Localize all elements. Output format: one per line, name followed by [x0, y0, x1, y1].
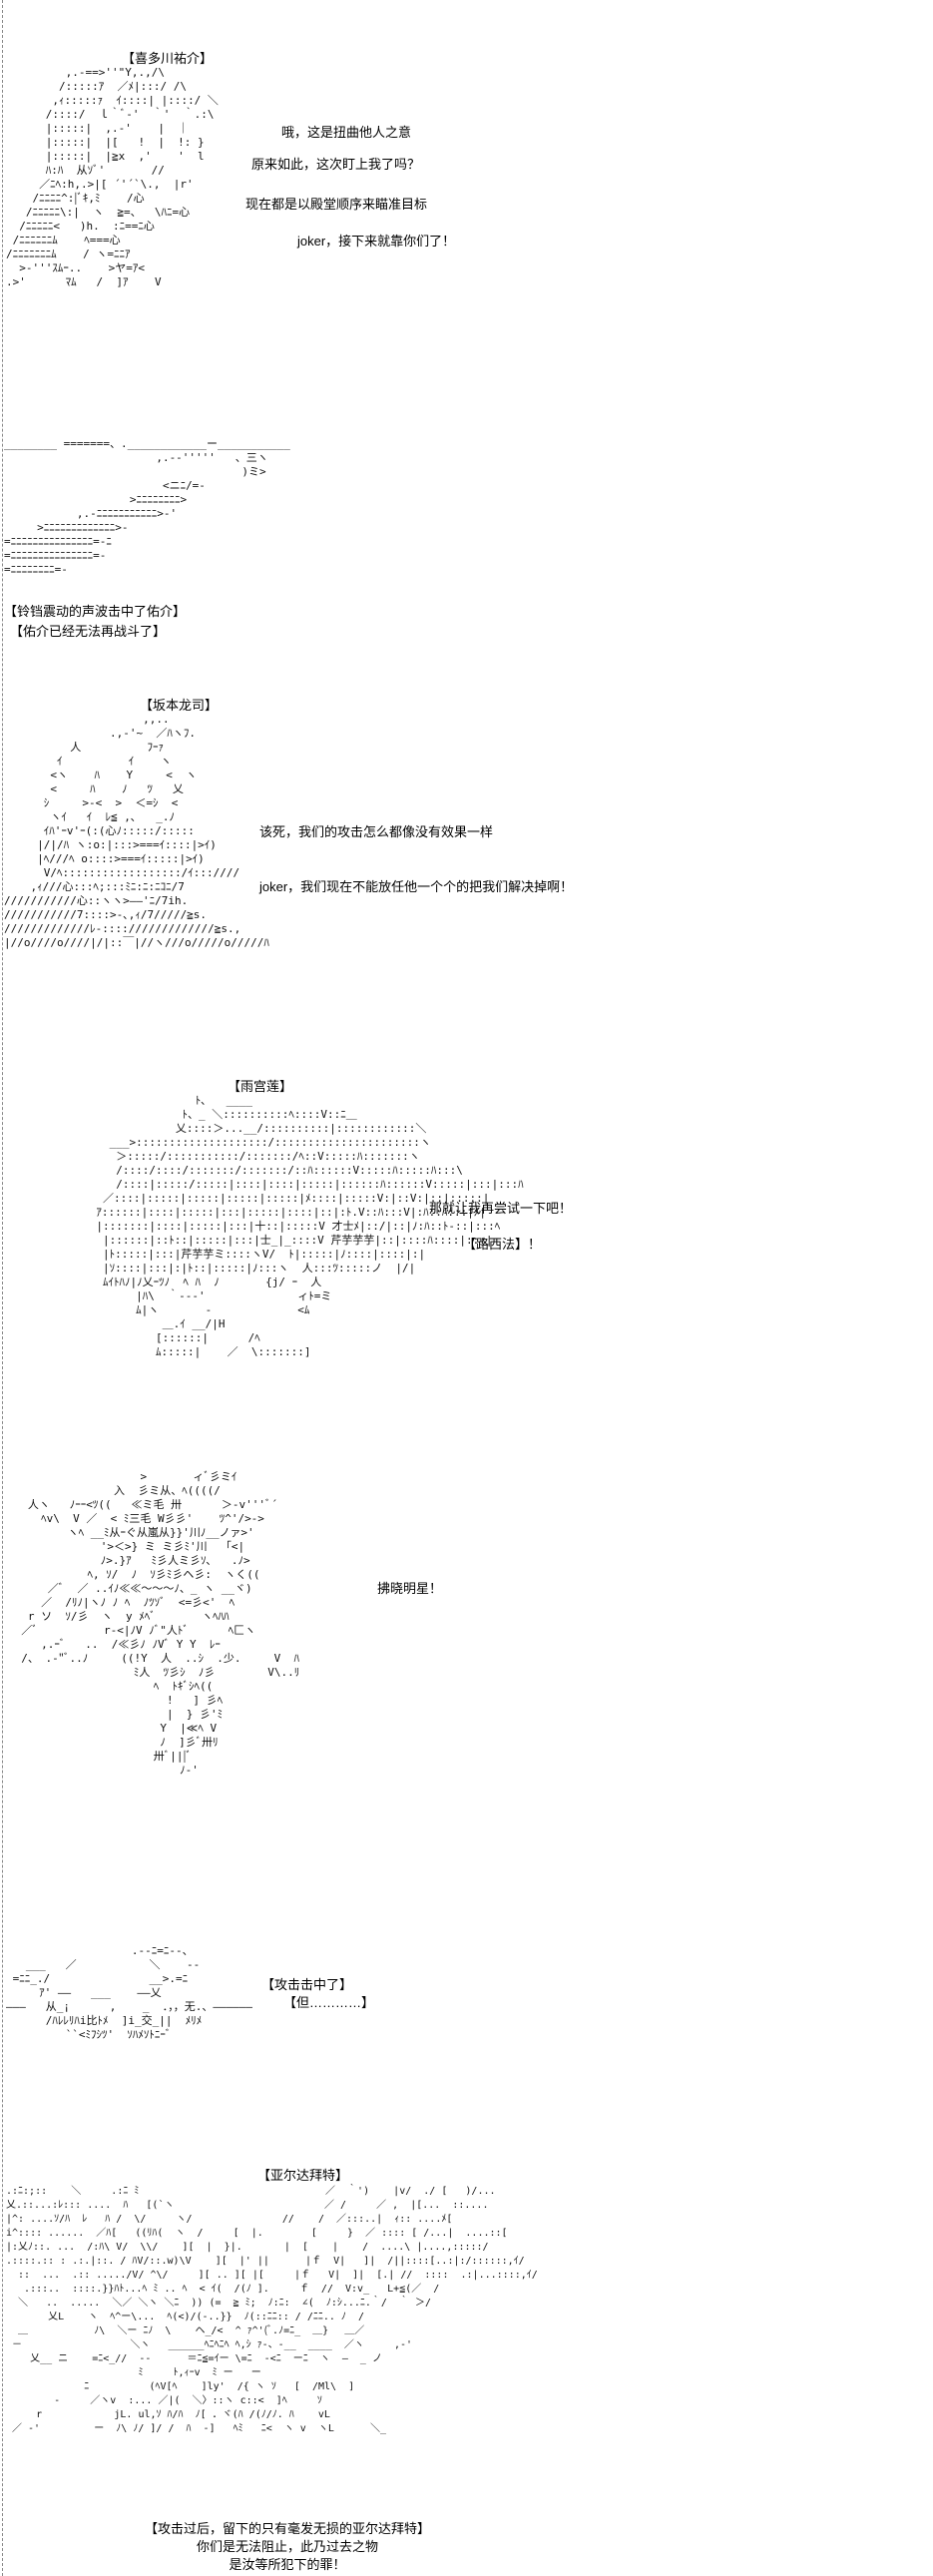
dialogue-line: 那就让我再尝试一下吧！ — [429, 1201, 573, 1216]
dialogue-line: joker，我们现在不能放任他一个个的把我们解决掉啊！ — [259, 879, 574, 894]
ascii-art-ren: ﾄ､ ____ ﾄ、_ ＼::::::::::ﾍ::::V::ﾆ＿ 乂::::＞… — [96, 1094, 524, 1358]
ascii-art-explosion: .--ﾆ=ﾆ--、 ___ ／ ＼ ‐‐ =ﾆﾆ_./ __>.=ﾆ ｱ' ――… — [6, 1944, 253, 2041]
panel-attack-hit: .--ﾆ=ﾆ--、 ___ ／ ＼ ‐‐ =ﾆﾆ_./ __>.=ﾆ ｱ' ――… — [0, 1936, 933, 2096]
left-dashed-border — [2, 0, 3, 2576]
panel-yaldabaoth: 【亚尔达拜特】 .:ﾆ:;:: ＼ .:ﾆ ﾐ ／ ｀') |v/ ./ [ )… — [0, 2161, 933, 2576]
narration-line: 【但…………】 — [283, 1995, 375, 2010]
dialogue-line: 你们是无法阻止，此乃过去之物 — [196, 2539, 378, 2554]
dialogue-line: joker，接下来就靠你们了！ — [297, 234, 456, 249]
ascii-art-ryuji: ,,.. .,-'~ ／ﾊヽﾌ. 人 ﾌｰｧ ｲ ｲ ヽ <ヽ ﾊ Y < ヽ … — [4, 713, 269, 949]
panel-soundwave: ________ =======、.____________ー_________… — [0, 429, 933, 659]
dialogue-line: 哦，这是扭曲他人之意 — [281, 125, 412, 140]
dialogue-line: 是汝等所犯下的罪！ — [229, 2557, 346, 2572]
panel-yusuke: 【喜多川祐介】 ,.-==>''"Y,.,/\ /:::::ｱ ／ﾒ|:::/ … — [0, 0, 933, 379]
narration-line: 【攻击过后，留下的只有毫发无损的亚尔达拜特】 — [144, 2521, 430, 2536]
panel-ryuji: 【坂本龙司】 ,,.. .,-'~ ／ﾊヽﾌ. 人 ﾌｰｧ ｲ ｲ ヽ <ヽ ﾊ… — [0, 689, 933, 1038]
narration-line: 【佑介已经无法再战斗了】 — [10, 624, 167, 639]
ascii-art-yusuke: ,.-==>''"Y,.,/\ /:::::ｱ ／ﾒ|:::/ /\ ,ｨ:::… — [6, 66, 219, 288]
speaker-label: 【亚尔达拜特】 — [257, 2168, 349, 2183]
dialogue-line: 现在都是以殿堂顺序来瞄准目标 — [245, 197, 428, 212]
ascii-art-yaldabaoth: .:ﾆ:;:: ＼ .:ﾆ ﾐ ／ ｀') |v/ ./ [ )/... 乂.:… — [6, 2186, 538, 2434]
ascii-art-lucifer: > ィﾞ彡ミｲ 入 彡ミ从、ﾍ((((/ 人ヽ ﾉｰｰ<ﾂ(( ≪ミ毛 卅 ＞-… — [21, 1470, 300, 1777]
ascii-art-soundwave: ________ =======、.____________ー_________… — [4, 437, 290, 576]
panel-lucifer: > ィﾞ彡ミｲ 入 彡ミ从、ﾍ((((/ 人ヽ ﾉｰｰ<ﾂ(( ≪ミ毛 卅 ＞-… — [0, 1462, 933, 1891]
speaker-label: 【喜多川祐介】 — [122, 51, 214, 66]
dialogue-line: 【路西法】！ — [463, 1237, 542, 1252]
narration-line: 【铃铛震动的声波击中了佑介】 — [4, 604, 187, 619]
dialogue-line: 原来如此，这次盯上我了吗？ — [251, 157, 421, 172]
narration-line: 【攻击击中了】 — [261, 1977, 353, 1992]
dialogue-line: 拂晓明星！ — [377, 1581, 443, 1596]
speaker-label: 【坂本龙司】 — [140, 698, 219, 713]
panel-ren: 【雨宫莲】 ﾄ､ ____ ﾄ、_ ＼::::::::::ﾍ::::V::ﾆ＿ … — [0, 1068, 933, 1447]
dialogue-line: 该死，我们的攻击怎么都像没有效果一样 — [259, 824, 494, 839]
speaker-label: 【雨宫莲】 — [228, 1079, 293, 1094]
